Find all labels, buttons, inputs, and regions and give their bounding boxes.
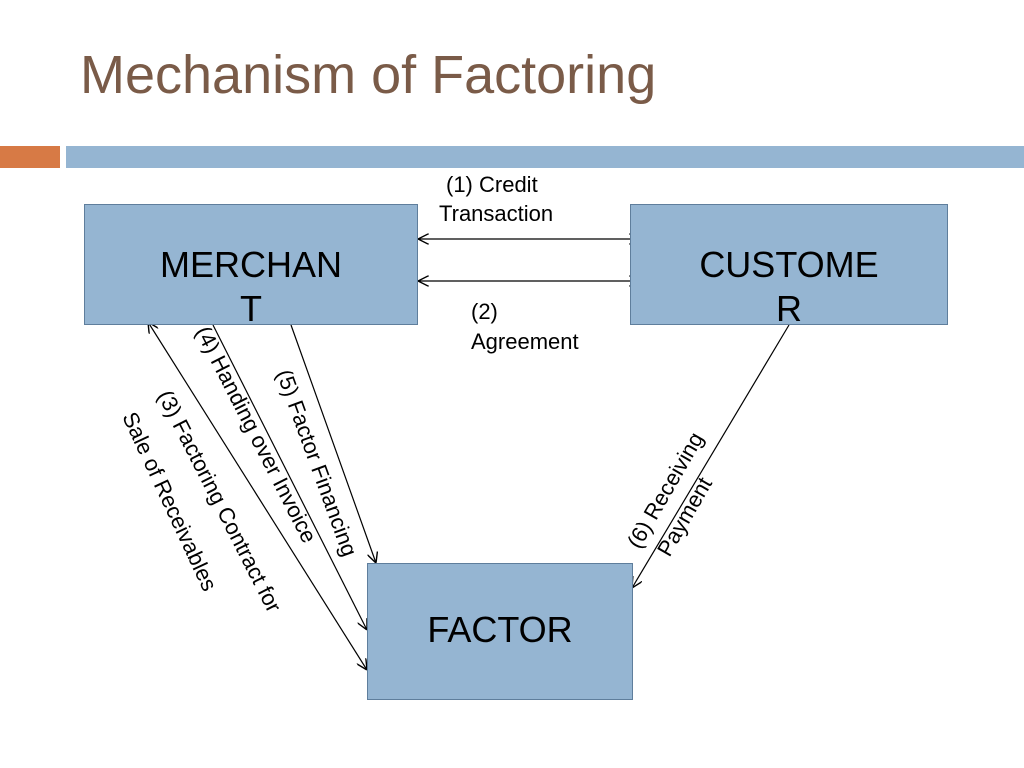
handing-over-invoice-arrow [212, 324, 367, 630]
title-accent-bar [0, 146, 60, 168]
credit-transaction-label-line1: (1) Credit [446, 172, 538, 197]
customer-label-line1: CUSTOME [699, 244, 879, 285]
factor-label: FACTOR [427, 609, 573, 650]
receiving-payment-arrow [632, 324, 790, 588]
factoring-contract-arrow [148, 322, 367, 670]
agreement-label-line1: (2) [471, 299, 498, 324]
merchant-label-line2: T [240, 288, 262, 329]
merchant-node: MERCHAN T [84, 204, 418, 329]
merchant-label-line1: MERCHAN [159, 244, 342, 285]
factor-financing-arrow [290, 324, 376, 563]
customer-node: CUSTOME R [630, 204, 948, 329]
slide-title: Mechanism of Factoring [80, 45, 657, 105]
factor-node: FACTOR [367, 563, 633, 700]
title-divider-band [66, 146, 1024, 168]
credit-transaction-label-line2: Transaction [439, 201, 554, 226]
customer-label-line2: R [776, 288, 802, 329]
agreement-label-line2: Agreement [471, 329, 579, 354]
